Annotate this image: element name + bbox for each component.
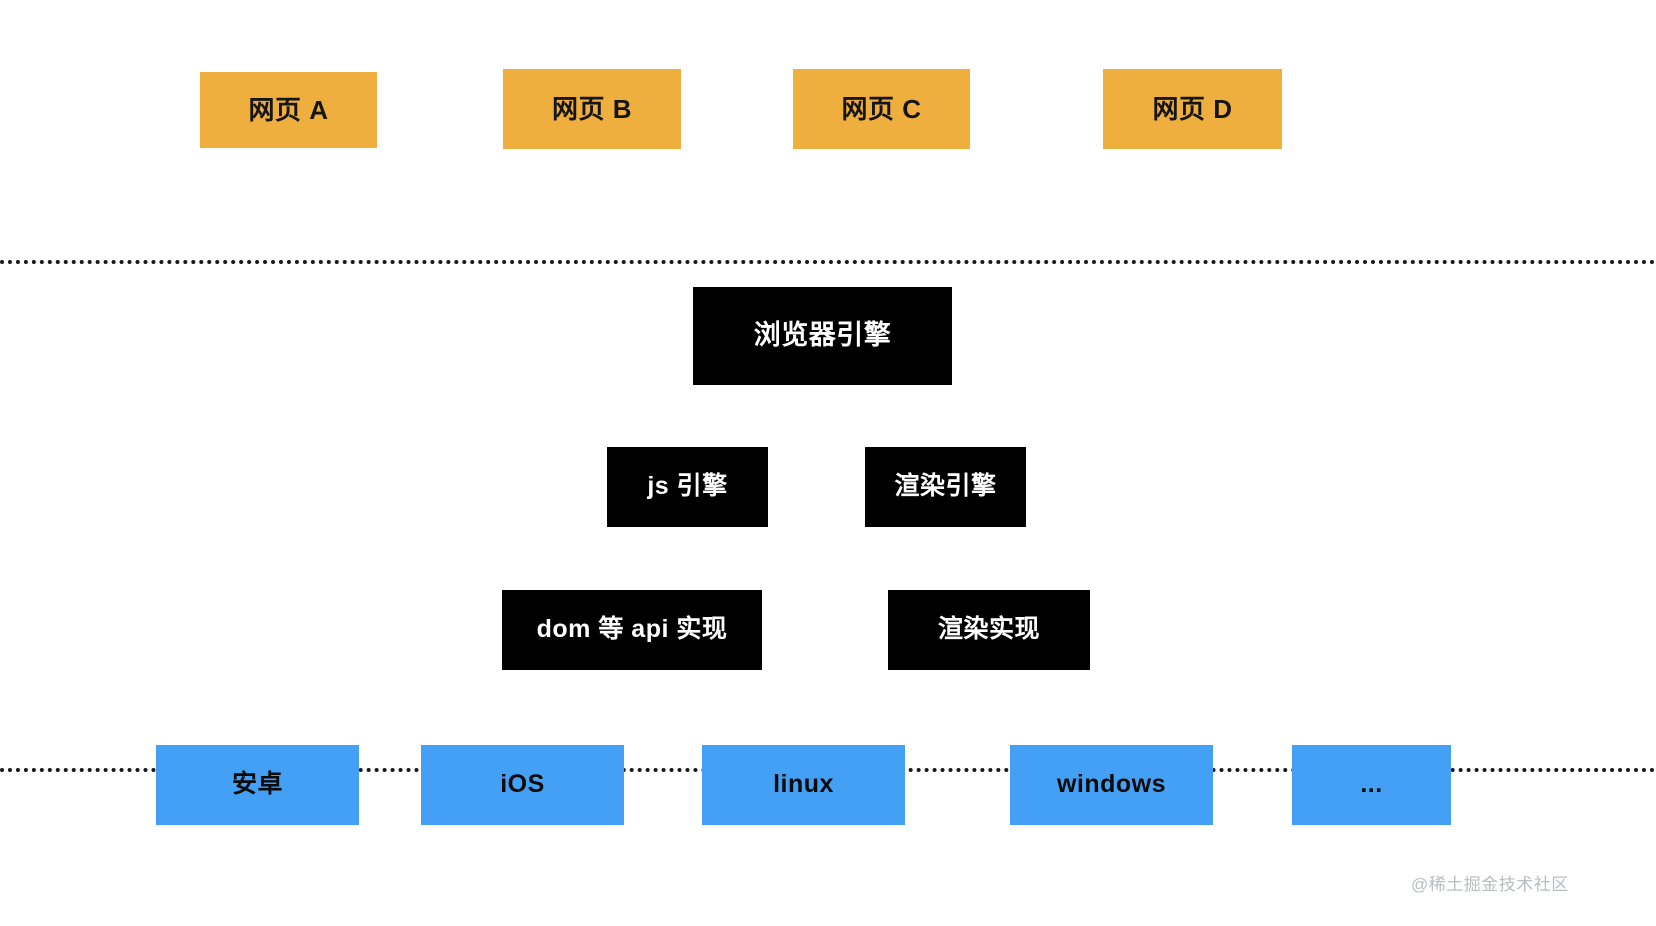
node-label: 网页 B — [551, 93, 632, 124]
node-label: iOS — [500, 770, 545, 799]
node-js-engine[interactable]: js 引擎 — [607, 447, 768, 527]
node-label: ... — [1360, 770, 1383, 799]
node-dom-api-implementation[interactable]: dom 等 api 实现 — [502, 590, 762, 670]
node-label: windows — [1056, 770, 1167, 799]
divider-apps-engine — [0, 260, 1656, 264]
node-browser-engine[interactable]: 浏览器引擎 — [693, 287, 952, 385]
node-label: 网页 C — [841, 93, 922, 124]
node-os-windows[interactable]: windows — [1010, 745, 1213, 825]
node-label: 安卓 — [231, 770, 283, 799]
node-label: 渲染引擎 — [894, 472, 997, 501]
node-render-implementation[interactable]: 渲染实现 — [888, 590, 1090, 670]
node-os-android[interactable]: 安卓 — [156, 745, 359, 825]
node-page-b[interactable]: 网页 B — [503, 69, 681, 149]
node-os-more[interactable]: ... — [1292, 745, 1451, 825]
node-label: 浏览器引擎 — [753, 320, 892, 351]
node-label: 渲染实现 — [937, 615, 1040, 644]
node-page-a[interactable]: 网页 A — [200, 72, 377, 148]
node-os-linux[interactable]: linux — [702, 745, 905, 825]
node-label: 网页 D — [1152, 93, 1233, 124]
node-page-d[interactable]: 网页 D — [1103, 69, 1282, 149]
node-os-ios[interactable]: iOS — [421, 745, 624, 825]
node-page-c[interactable]: 网页 C — [793, 69, 970, 149]
node-label: js 引擎 — [647, 472, 728, 501]
node-label: dom 等 api 实现 — [536, 615, 728, 644]
watermark: @稀土掘金技术社区 — [1411, 875, 1569, 894]
node-render-engine[interactable]: 渲染引擎 — [865, 447, 1026, 527]
node-label: 网页 A — [248, 94, 329, 125]
node-label: linux — [773, 770, 834, 799]
